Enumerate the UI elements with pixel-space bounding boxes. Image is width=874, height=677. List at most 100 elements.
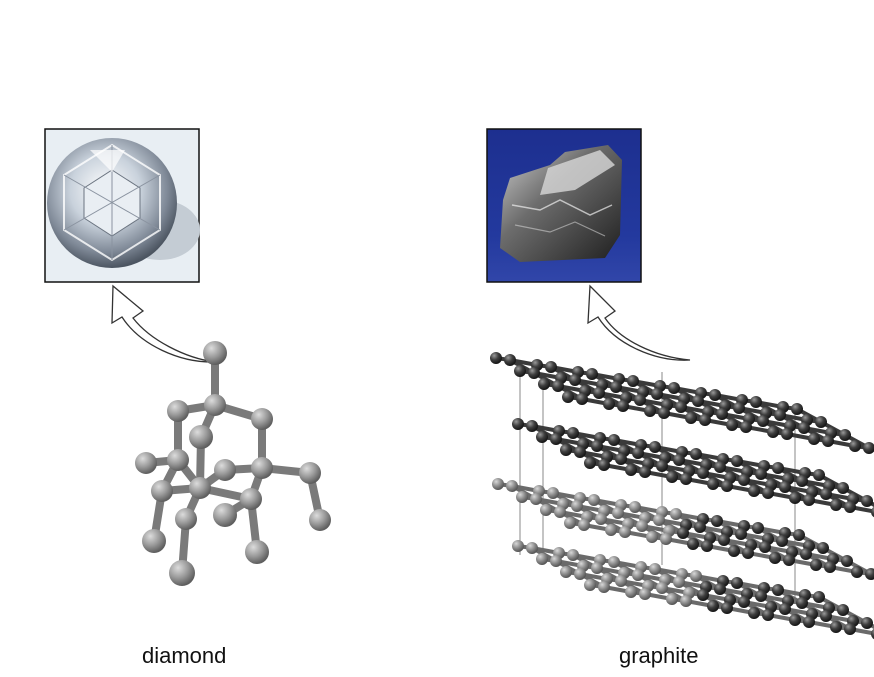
graphite-atom: [721, 480, 733, 492]
graphite-atom: [748, 485, 760, 497]
graphite-atom: [569, 374, 581, 386]
graphite-atom: [779, 603, 791, 615]
graphite-atom: [605, 524, 617, 536]
diamond-atom: [213, 503, 237, 527]
graphite-atom: [707, 478, 719, 490]
graphite-atom: [656, 460, 668, 472]
graphite-atom: [759, 541, 771, 553]
graphite-atom: [701, 540, 713, 552]
graphite-atom: [619, 526, 631, 538]
graphite-atom: [699, 414, 711, 426]
graphite-atom: [714, 461, 726, 473]
graphite-atom: [697, 589, 709, 601]
graphite-atom: [871, 628, 874, 640]
graphite-atom: [697, 467, 709, 479]
graphite-label: graphite: [619, 643, 699, 668]
graphite-atom: [767, 426, 779, 438]
graphite-atom: [516, 491, 528, 503]
graphite-atom: [789, 614, 801, 626]
graphite-atom: [690, 448, 702, 460]
graphite-atom: [707, 600, 719, 612]
diamond-photo: [44, 128, 200, 283]
diamond-label: diamond: [142, 643, 227, 668]
graphite-atom: [800, 548, 812, 560]
graphite-atom: [677, 527, 689, 539]
graphite-atom: [731, 577, 743, 589]
diamond-atom: [203, 341, 227, 365]
graphite-atom: [675, 401, 687, 413]
graphite-atom: [636, 520, 648, 532]
graphite-atom: [547, 487, 559, 499]
graphite-atom: [567, 427, 579, 439]
graphite-atom: [615, 575, 627, 587]
graphite-atom: [796, 597, 808, 609]
graphite-atom: [844, 623, 856, 635]
graphite-atom: [709, 389, 721, 401]
diamond-atom: [204, 394, 226, 416]
graphite-atom: [776, 535, 788, 547]
graphite-atom: [646, 531, 658, 543]
graphite-atom: [863, 442, 874, 454]
graphite-atom: [649, 441, 661, 453]
graphite-atom: [668, 382, 680, 394]
graphite-atom: [552, 380, 564, 392]
graphite-atom: [550, 555, 562, 567]
graphite-atom: [820, 488, 832, 500]
graphite-pointer-arrow: [587, 284, 691, 361]
graphite-atom: [658, 407, 670, 419]
graphite-atom: [673, 454, 685, 466]
graphite-atom: [629, 501, 641, 513]
graphite-atom: [615, 453, 627, 465]
diamond-atom: [135, 452, 157, 474]
graphite-layer: [492, 478, 874, 580]
graphite-atom: [540, 504, 552, 516]
graphite-atom: [526, 542, 538, 554]
graphite-atom: [528, 367, 540, 379]
graphite-atom: [492, 478, 504, 490]
graphite-atom: [783, 554, 795, 566]
graphite-atom: [752, 522, 764, 534]
graphite-atom: [574, 446, 586, 458]
graphite-atom: [656, 582, 668, 594]
graphite-atom: [627, 375, 639, 387]
graphite-atom: [651, 388, 663, 400]
graphite-atom: [649, 563, 661, 575]
graphite-atom: [632, 447, 644, 459]
graphite-atom: [716, 408, 728, 420]
graphite-atom: [512, 418, 524, 430]
graphite-atom: [617, 400, 629, 412]
graphite-atom: [506, 480, 518, 492]
graphite-atom: [728, 545, 740, 557]
graphite-atom: [536, 553, 548, 565]
graphite-atom: [666, 593, 678, 605]
diamond-atom: [169, 560, 195, 586]
graphite-atom: [808, 433, 820, 445]
graphite-atom: [740, 421, 752, 433]
graphite-atom: [685, 412, 697, 424]
graphite-atom: [774, 409, 786, 421]
graphite-atom: [670, 508, 682, 520]
diamond-atom: [214, 459, 236, 481]
graphite-atom: [735, 528, 747, 540]
graphite-atom: [612, 507, 624, 519]
graphite-layer: [512, 540, 874, 640]
graphite-atom: [830, 621, 842, 633]
graphite-atom: [504, 354, 516, 366]
graphite-atom: [694, 521, 706, 533]
graphite-atom: [567, 549, 579, 561]
graphite-atom: [762, 487, 774, 499]
graphite-atom: [690, 570, 702, 582]
graphite-layer: [490, 352, 874, 454]
graphite-atom: [789, 492, 801, 504]
graphite-atom: [586, 368, 598, 380]
graphite-atom: [673, 576, 685, 588]
graphite-atom: [639, 466, 651, 478]
graphite-atom: [791, 403, 803, 415]
graphite-atom: [632, 569, 644, 581]
diamond-atom: [240, 488, 262, 510]
graphite-atom: [841, 555, 853, 567]
graphite-atom: [603, 398, 615, 410]
graphite-atom: [779, 481, 791, 493]
graphite-atom: [639, 588, 651, 600]
graphite-atom: [750, 396, 762, 408]
